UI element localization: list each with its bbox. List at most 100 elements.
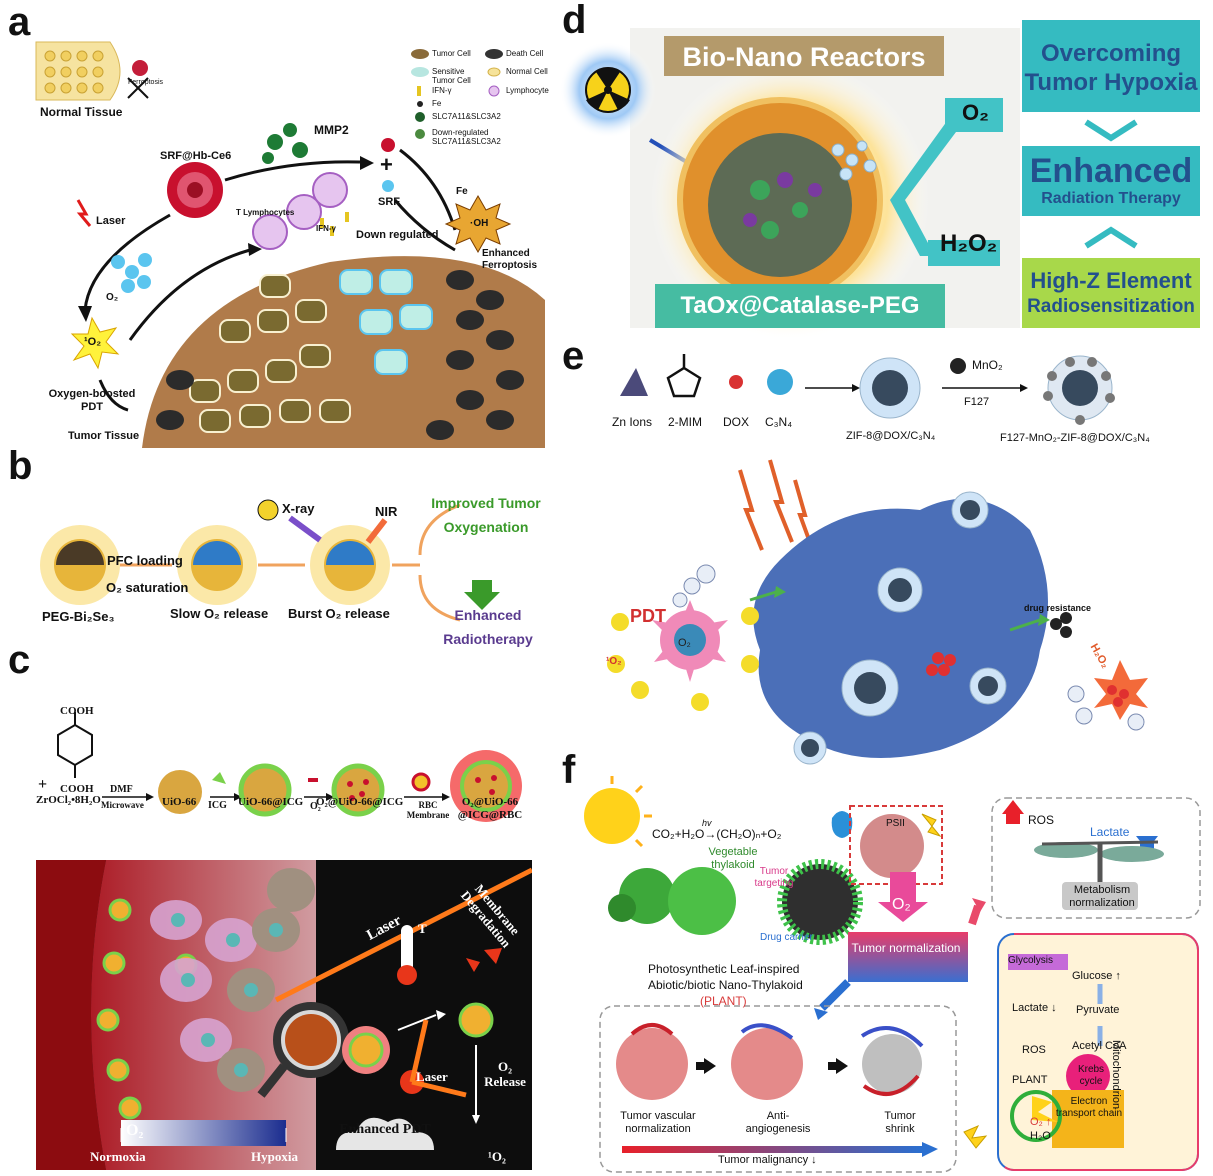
panel-e-synthesis (620, 354, 1115, 425)
psii-label: PSII (886, 818, 905, 829)
nir-label: NIR (375, 504, 398, 519)
panel-label-c: c (8, 638, 31, 682)
o2-label-d: O₂ (962, 100, 989, 125)
malignancy-label: Tumor malignancy ↓ (718, 1154, 817, 1166)
enhanced-radiotherapy-label: Enhanced Radiotherapy (443, 607, 533, 647)
panel-label-a: a (8, 0, 31, 44)
singlet-label-a: ¹O₂ (84, 336, 102, 348)
singlet-label-e: ¹O₂ (606, 656, 622, 667)
o2-gradient-label: O₂ (126, 1122, 144, 1139)
tumor-tissue-label: Tumor Tissue (68, 430, 140, 442)
plus-label-a: + (380, 152, 393, 177)
electron-label: Electron transport chain (1055, 1096, 1123, 1119)
o2-label-a: O₂ (106, 292, 119, 303)
metabolism-label: Metabolism normalization (1069, 884, 1135, 909)
legend-normal-cell: Normal Cell (506, 67, 548, 76)
panel-c-synthesis (57, 712, 522, 822)
anti-angiogenesis-label: Anti-angiogenesis (745, 1110, 811, 1135)
o2-label-c: O₂ (310, 801, 321, 812)
final-label-e: F127-MnO₂-ZIF-8@DOX/C₃N₄ (1000, 432, 1150, 444)
oh-label: ·OH (470, 218, 489, 229)
tumor-shrink-label: Tumor shrink (884, 1110, 916, 1135)
panel-label-f: f (562, 748, 576, 792)
srf-hb-label: SRF@Hb-Ce6 (160, 150, 232, 162)
o2-label-f: O₂ (892, 896, 911, 913)
ferroptosis-small-label: Ferroptosis (128, 79, 164, 86)
oxygen-pdt-label: Oxygen-boosted PDT (48, 388, 136, 413)
h2o2-label-d: H₂O₂ (940, 230, 998, 257)
panel-a-illustration (35, 41, 545, 448)
peg-bise-label: PEG-Bi₂Se₃ (42, 609, 115, 624)
pfc-loading-label: PFC loading (107, 553, 183, 568)
acetyl-label: Acetyl CoA (1072, 1040, 1127, 1052)
enhanced-ferroptosis-label: Enhanced Ferroptosis (482, 248, 538, 271)
plant-label-f: PLANT (1012, 1074, 1048, 1086)
srf-label: SRF (378, 196, 400, 208)
f127-label: F127 (964, 396, 990, 408)
drug-resistance-label: drug resistance (1024, 603, 1092, 613)
zn-label: Zn Ions (612, 415, 653, 429)
xray-label: X-ray (282, 501, 315, 516)
tumor-normalization-label: Tumor normalization (851, 941, 961, 955)
down-regulated-label: Down regulated (356, 229, 439, 241)
hypoxia-label: Hypoxia (251, 1149, 298, 1164)
panel-d-illustration (560, 20, 1200, 340)
panel-c-scene-art (36, 860, 532, 1170)
burst-release-label: Burst O₂ release (288, 606, 390, 621)
glucose-label: Glucose ↑ (1072, 970, 1121, 982)
slow-release-label: Slow O₂ release (170, 606, 269, 621)
tumor-targeting-label: Tumor targeting (754, 866, 794, 889)
zif-label: ZIF-8@DOX/C₃N₄ (846, 430, 936, 442)
radiosensitization-label: Radiosensitization (1027, 296, 1195, 317)
c3n4-label: C₃N₄ (765, 415, 793, 429)
ifn-label: IFN-γ (316, 224, 336, 233)
legend-ifn: IFN-γ (432, 86, 452, 95)
o2up-label: O₂ ↑ (1030, 1116, 1052, 1128)
bio-nano-label: Bio-Nano Reactors (682, 42, 926, 72)
panel-c-scene: Laser Membrane Degradation T O₂ Release … (36, 860, 532, 1170)
singlet-label-c: ¹O₂ (488, 1149, 506, 1164)
normoxia-label: Normoxia (90, 1149, 146, 1164)
drug-carrier-label: Drug carrier (760, 932, 813, 943)
vascular-label: Tumor vascular normalization (620, 1110, 696, 1135)
o2-saturation-label: O₂ saturation (106, 580, 189, 595)
plant-line1-label: Photosynthetic Leaf-inspired (648, 962, 800, 976)
dox-label: DOX (723, 415, 750, 429)
legend-death-cell: Death Cell (506, 49, 544, 58)
taox-label: TaOx@Catalase-PEG (680, 292, 920, 319)
microwave-label: Microwave (101, 800, 144, 810)
t-lymph-label: T Lymphocytes (236, 208, 295, 217)
highz-label: High-Z Element (1030, 268, 1192, 293)
lactate2-label: Lactate ↓ (1012, 1002, 1057, 1014)
mmp2-label: MMP2 (314, 123, 349, 137)
fe-label: Fe (456, 186, 468, 197)
zr-label: ZrOCl₂•8H₂O (36, 794, 101, 806)
uio66icg-label: UiO-66@ICG (238, 796, 304, 808)
legend-tumor-cell: Tumor Cell (432, 49, 471, 58)
h2o-label: H₂O (1030, 1130, 1051, 1142)
cooh-top-label: COOH (60, 705, 94, 717)
icg-label: ICG (208, 800, 227, 811)
enhanced-pdt-label: Enhanced PDT (339, 1122, 431, 1137)
vegetable-thylakoid-label: Vegetable thylakoid (708, 846, 758, 871)
ros-label-f: ROS (1028, 813, 1055, 827)
mno2-label: MnO₂ (972, 358, 1003, 372)
pdt-label-e: PDT (630, 606, 666, 626)
improved-oxygenation-label: Improved Tumor Oxygenation (431, 495, 541, 535)
panel-f-illustration (584, 776, 1201, 1173)
radiation-label: Radiation Therapy (1041, 190, 1181, 207)
legend-sensitive-tumor-cell: Sensitive Tumor Cell (432, 67, 471, 86)
ros2-label: ROS (1022, 1044, 1046, 1056)
panel-label-e: e (562, 334, 585, 378)
o2-release-label: O₂ Release (484, 1059, 526, 1089)
t-label: T (418, 921, 427, 936)
plant-line2-label: Abiotic/biotic Nano-Thylakoid (648, 978, 803, 992)
hv-label: hv (702, 818, 712, 828)
overcoming-label: Overcoming Tumor Hypoxia (1024, 40, 1198, 96)
enhanced-label-d: Enhanced (1029, 152, 1193, 190)
o2-label-e: O₂ (678, 637, 691, 649)
final-label-c: O₂@UiO-66 @ICG@RBC (457, 796, 523, 821)
normal-tissue-label: Normal Tissue (40, 105, 123, 119)
panel-e-cell (607, 459, 1148, 765)
legend-down-slc: Down-regulated SLC7A11&SLC3A2 (432, 128, 501, 147)
